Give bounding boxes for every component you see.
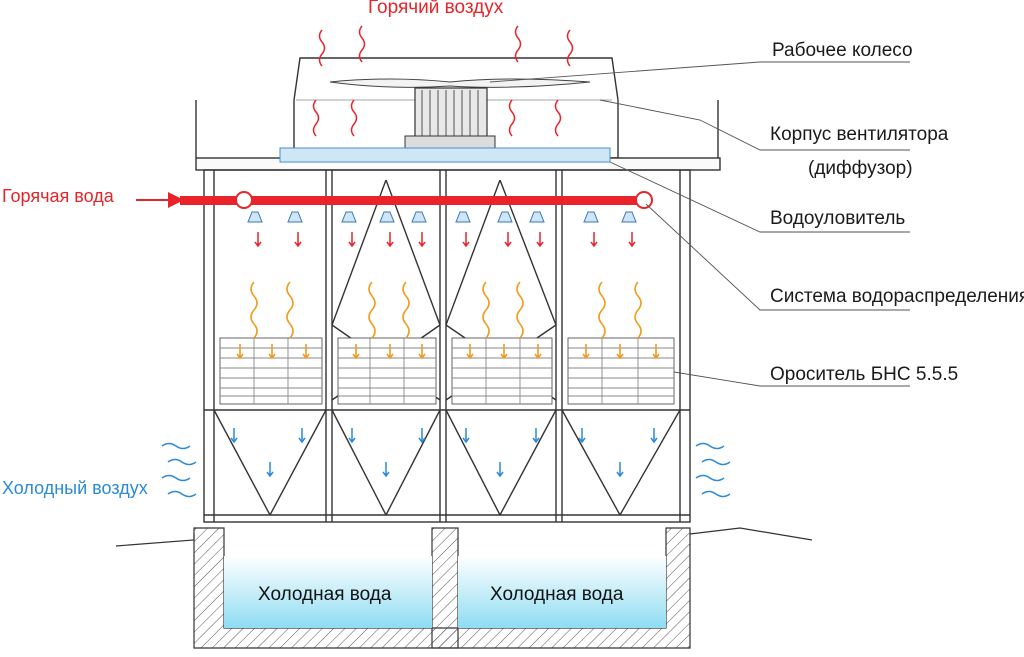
drift-eliminator-label: Водоуловитель: [770, 208, 906, 229]
cold-air-waves: [161, 442, 731, 498]
hot-water-label: Горячая вода: [2, 186, 114, 206]
cold-water-drops: [230, 428, 658, 478]
water-distribution-label: Система водораспределения: [770, 286, 1024, 307]
impeller: [329, 78, 591, 151]
warm-air-waves: [236, 281, 660, 360]
fan-housing-label: Корпус вентилятора: [770, 124, 949, 145]
spray-nozzles: [247, 211, 637, 223]
hot-water-pipe: [136, 191, 653, 209]
fill-media: [219, 337, 675, 405]
basin-walls: [193, 527, 691, 649]
impeller-label: Рабочее колесо: [772, 40, 913, 61]
drift-eliminator: [279, 147, 611, 163]
hot-air-label: Горячий воздух: [368, 0, 504, 18]
cold-water-basin-right: [458, 556, 666, 628]
fan-housing-label-sub: (диффузор): [808, 158, 913, 179]
hot-water-drops: [254, 232, 636, 248]
fill-label: Ороситель БНС 5.5.5: [770, 364, 959, 385]
cold-water-basin-left: [224, 556, 432, 628]
cold-water-label-left: Холодная вода: [258, 584, 392, 605]
leader-lines: [489, 61, 910, 387]
hot-air-waves: [312, 25, 574, 137]
tower-frame: [203, 169, 691, 523]
cold-water-label-right: Холодная вода: [490, 584, 624, 605]
cold-air-label: Холодный воздух: [2, 478, 148, 498]
